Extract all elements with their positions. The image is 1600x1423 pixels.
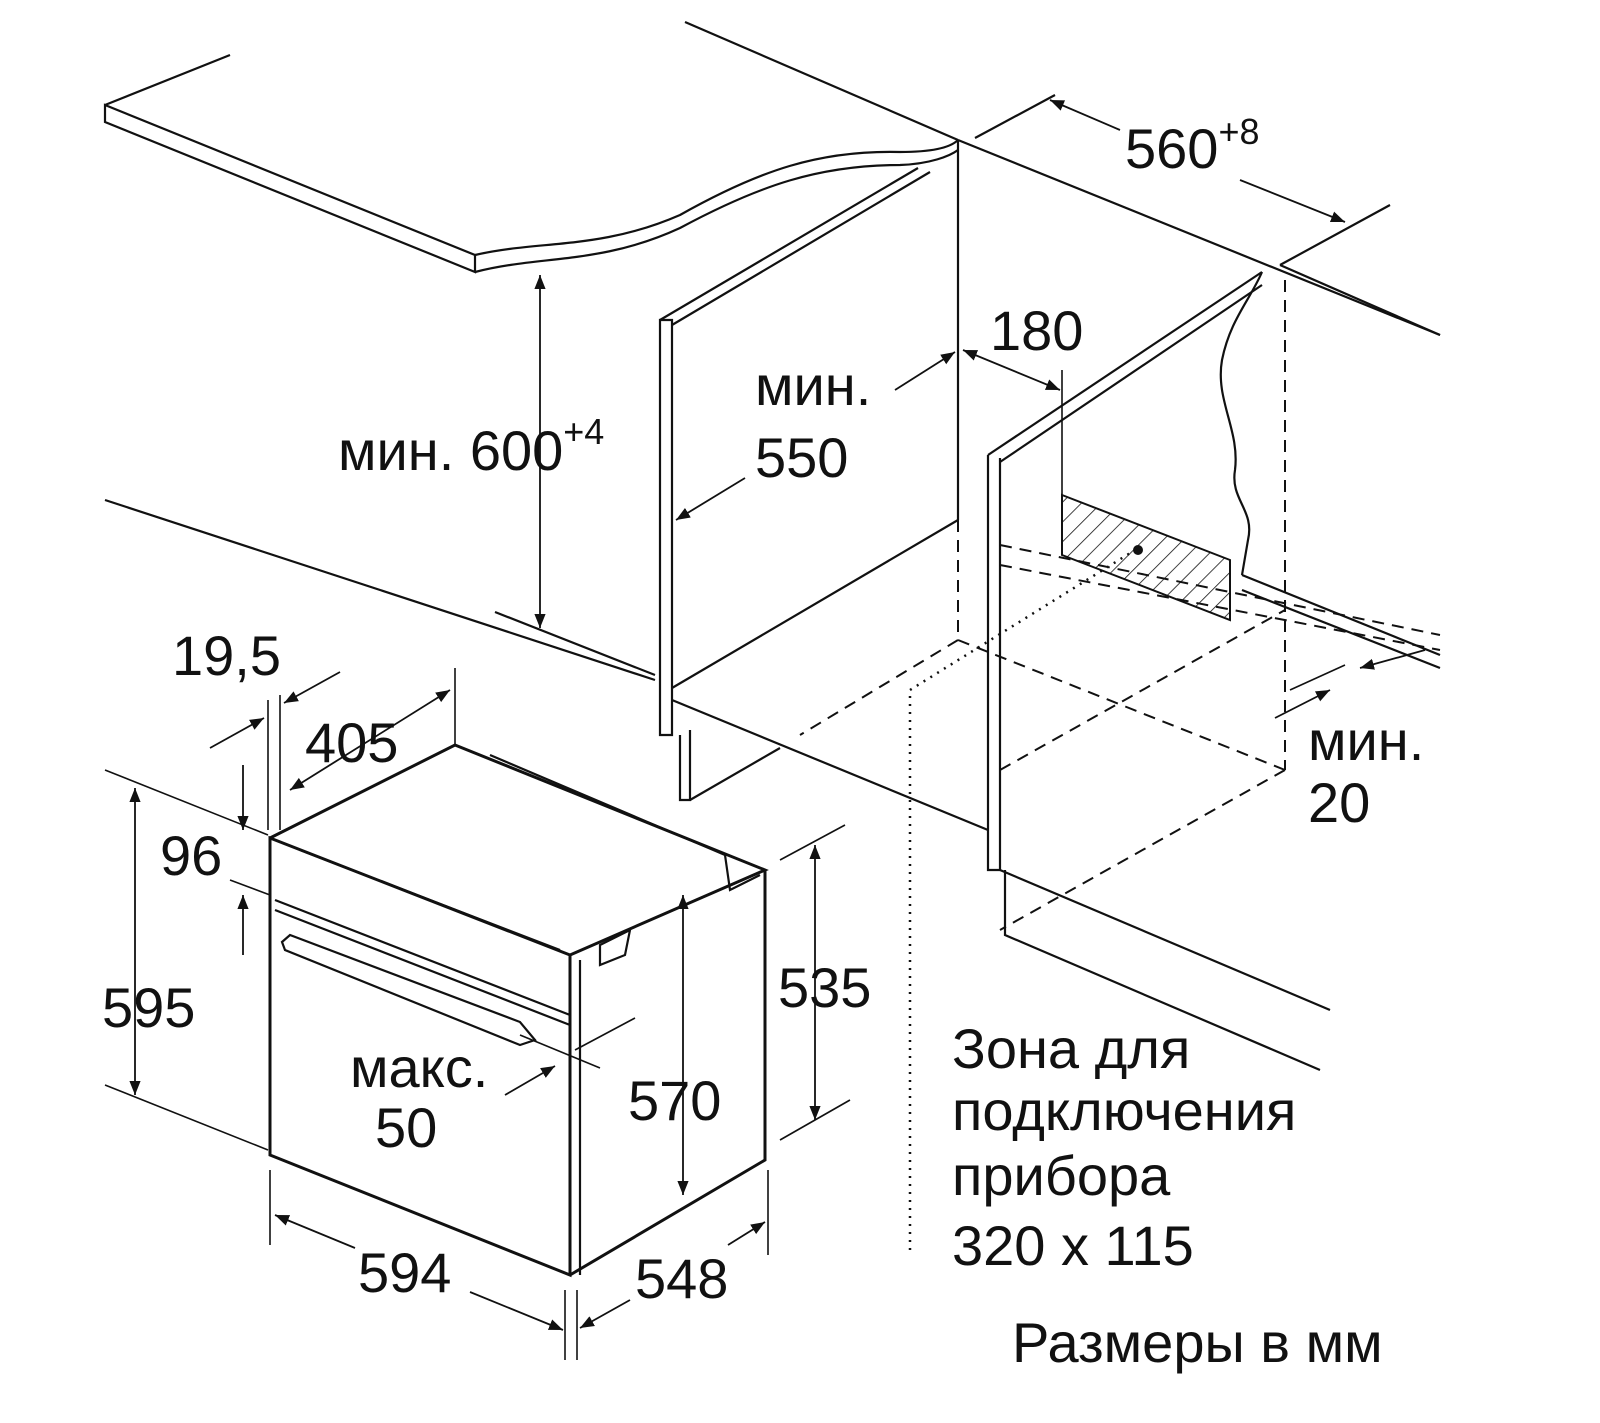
label-max-50-prefix: макс.: [350, 1036, 488, 1099]
label-min-600: мин. 600+4: [338, 411, 604, 482]
units-note: Размеры в мм: [1012, 1311, 1383, 1374]
svg-text:прибора: прибора: [952, 1144, 1171, 1207]
label-height-595: 595: [102, 976, 195, 1039]
label-niche-width: 560+8: [1125, 111, 1259, 180]
label-depth-180: 180: [990, 299, 1083, 362]
connection-zone-area: [1061, 493, 1231, 622]
svg-text:Зона для: Зона для: [952, 1017, 1190, 1080]
countertop: [103, 20, 1441, 337]
connection-zone-label: Зона для подключения прибора 320 x 115: [952, 1017, 1296, 1277]
label-depth-405: 405: [305, 711, 398, 774]
left-cabinet: [104, 140, 989, 832]
label-depth-548: 548: [635, 1247, 728, 1310]
dimension-lines: [104, 99, 1426, 1360]
label-height-535: 535: [778, 956, 871, 1019]
oven: [268, 743, 769, 1278]
label-min-550-value: 550: [755, 426, 848, 489]
label-min-550-prefix: мин.: [755, 354, 871, 417]
label-panel-96: 96: [160, 824, 222, 887]
label-min-20-value: 20: [1308, 771, 1370, 834]
label-max-50-value: 50: [375, 1096, 437, 1159]
label-min-20-prefix: мин.: [1308, 709, 1424, 772]
label-height-570: 570: [628, 1069, 721, 1132]
svg-text:320 x 115: 320 x 115: [952, 1214, 1194, 1277]
label-width-594: 594: [358, 1241, 451, 1304]
svg-text:подключения: подключения: [952, 1079, 1296, 1142]
label-door-19-5: 19,5: [172, 624, 281, 687]
